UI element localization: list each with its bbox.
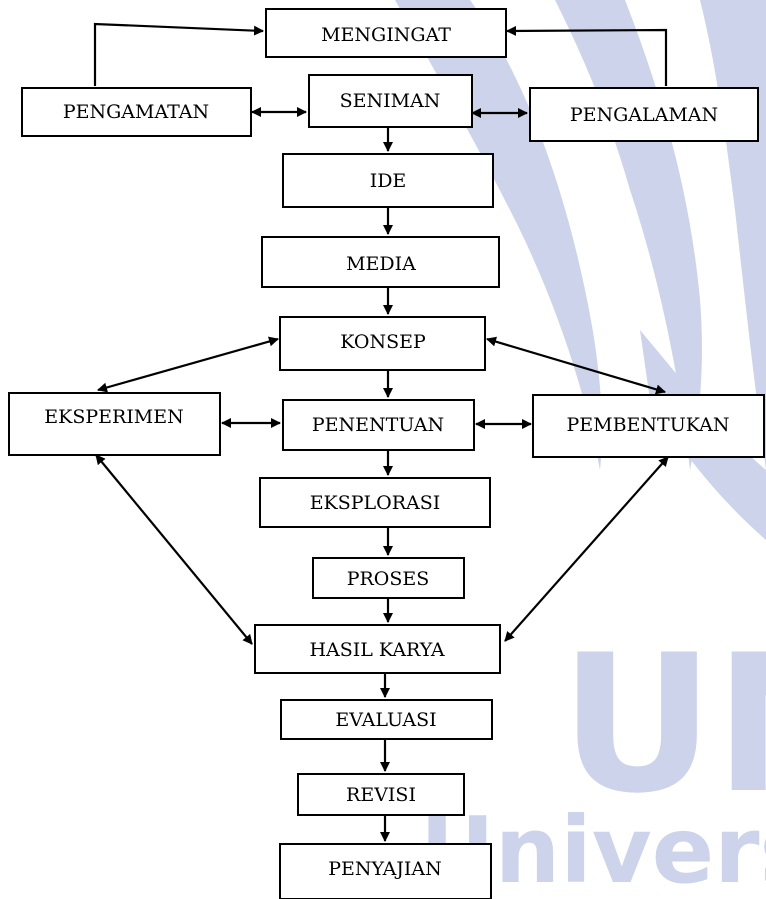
node-konsep: KONSEP <box>279 316 486 371</box>
node-konsep-label: KONSEP <box>340 331 426 353</box>
node-hasil-karya: HASIL KARYA <box>254 624 501 674</box>
node-penentuan-label: PENENTUAN <box>312 414 444 436</box>
node-pengalaman: PENGALAMAN <box>529 87 759 142</box>
node-penentuan: PENENTUAN <box>282 399 475 451</box>
node-mengingat-label: MENGINGAT <box>321 24 451 46</box>
edge-pembentukan-hasil <box>504 456 669 642</box>
node-eksplorasi: EKSPLORASI <box>259 477 491 528</box>
edge-pengalaman-to-mengingat <box>506 25 668 86</box>
watermark-flame-shape-1 <box>395 0 602 470</box>
node-eksperimen-label: EKSPERIMEN <box>44 406 184 428</box>
node-eksplorasi-label: EKSPLORASI <box>310 492 441 514</box>
nodes: MENGINGAT PENGAMATAN SENIMAN PENGALAMAN … <box>8 8 765 899</box>
watermark-letters: UN <box>560 614 766 835</box>
node-media-label: MEDIA <box>346 253 416 275</box>
node-pembentukan: PEMBENTUKAN <box>532 394 765 458</box>
node-seniman: SENIMAN <box>308 74 473 128</box>
node-pengalaman-label: PENGALAMAN <box>570 104 718 126</box>
edge-pengamatan-to-mengingat <box>93 22 264 86</box>
edge-eksperimen-hasil <box>95 454 253 645</box>
node-evaluasi-label: EVALUASI <box>335 709 436 731</box>
node-penyajian: PENYAJIAN <box>279 843 492 899</box>
node-pembentukan-label: PEMBENTUKAN <box>566 414 729 436</box>
node-media: MEDIA <box>261 236 500 288</box>
node-revisi: REVISI <box>297 773 465 816</box>
node-proses: PROSES <box>312 557 465 599</box>
edge-konsep-eksperimen <box>97 336 279 393</box>
node-proses-label: PROSES <box>347 568 430 590</box>
edges <box>93 22 669 842</box>
node-pengamatan-label: PENGAMATAN <box>63 101 209 123</box>
node-revisi-label: REVISI <box>346 784 416 806</box>
node-penyajian-label: PENYAJIAN <box>328 858 442 880</box>
node-eksperimen: EKSPERIMEN <box>8 392 221 456</box>
node-ide: IDE <box>282 153 494 208</box>
node-hasil-karya-label: HASIL KARYA <box>309 639 444 661</box>
node-pengamatan: PENGAMATAN <box>21 87 252 137</box>
node-mengingat: MENGINGAT <box>265 8 507 58</box>
node-ide-label: IDE <box>370 170 407 192</box>
edge-konsep-pembentukan <box>486 336 666 395</box>
node-evaluasi: EVALUASI <box>280 699 493 740</box>
node-seniman-label: SENIMAN <box>340 90 441 112</box>
